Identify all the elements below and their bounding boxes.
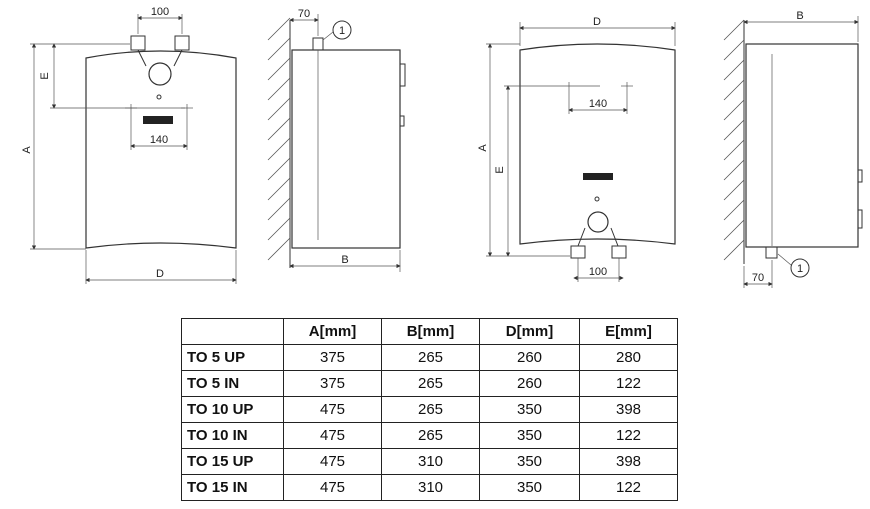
- value-d: 350: [479, 474, 580, 501]
- wall-hatching: [267, 17, 291, 261]
- value-a: 475: [283, 474, 382, 501]
- value-d: 350: [479, 396, 580, 423]
- value-e: 398: [579, 396, 678, 423]
- model-name: TO 10 UP: [181, 396, 284, 423]
- value-d: 350: [479, 422, 580, 449]
- indicator-light: [156, 94, 162, 100]
- model-name: TO 15 IN: [181, 474, 284, 501]
- pipe-side: [765, 246, 778, 259]
- outlet-pipe: [611, 245, 627, 259]
- value-b: 265: [381, 370, 480, 397]
- value-b: 310: [381, 474, 480, 501]
- dim-b-top: B: [796, 10, 803, 22]
- header-e: E[mm]: [579, 318, 678, 345]
- dim-a-left: A: [477, 144, 489, 152]
- value-b: 265: [381, 344, 480, 371]
- value-b: 265: [381, 396, 480, 423]
- header-a: A[mm]: [283, 318, 382, 345]
- value-e: 122: [579, 370, 678, 397]
- brand-label: [583, 173, 613, 180]
- side-view-in: B 70 1: [723, 10, 863, 288]
- value-b: 310: [381, 448, 480, 475]
- table-row: TO 15 UP 475 310 350 398: [181, 448, 678, 475]
- dim-d-bottom: D: [156, 268, 164, 280]
- heater-body-front-up: [85, 50, 237, 249]
- header-d: D[mm]: [479, 318, 580, 345]
- brand-label: [143, 116, 173, 124]
- thermostat-knob: [148, 62, 172, 86]
- value-e: 122: [579, 422, 678, 449]
- table-row: TO 5 IN 375 265 260 122: [181, 370, 678, 397]
- header-model: [181, 318, 284, 345]
- technical-drawing: 100 A E 140 D: [21, 6, 863, 288]
- model-name: TO 5 IN: [181, 370, 284, 397]
- value-a: 475: [283, 396, 382, 423]
- value-a: 475: [283, 422, 382, 449]
- dim-140-inner: 140: [589, 98, 607, 110]
- front-view-up: 100 A E 140 D: [21, 6, 237, 284]
- thermostat-knob: [587, 211, 609, 233]
- callout-number: 1: [339, 25, 345, 37]
- value-d: 350: [479, 448, 580, 475]
- callout-number: 1: [797, 263, 803, 275]
- pipe-side: [312, 37, 324, 51]
- value-d: 260: [479, 344, 580, 371]
- wall-hatching: [723, 19, 745, 261]
- front-view-in: D A E 140 100: [477, 16, 676, 282]
- callout-circle: [332, 20, 352, 40]
- value-d: 260: [479, 370, 580, 397]
- model-name: TO 5 UP: [181, 344, 284, 371]
- table-row: TO 10 IN 475 265 350 122: [181, 422, 678, 449]
- table-row: TO 10 UP 475 265 350 398: [181, 396, 678, 423]
- model-name: TO 10 IN: [181, 422, 284, 449]
- callout-circle: [790, 258, 810, 278]
- value-a: 475: [283, 448, 382, 475]
- dim-d-top: D: [593, 16, 601, 28]
- dim-100-top: 100: [151, 6, 169, 18]
- value-a: 375: [283, 370, 382, 397]
- table-row: TO 15 IN 475 310 350 122: [181, 474, 678, 501]
- value-e: 122: [579, 474, 678, 501]
- side-view-up: 70 1 B: [267, 8, 406, 272]
- inlet-pipe: [570, 245, 586, 259]
- table-row: TO 5 UP 375 265 260 280: [181, 344, 678, 371]
- indicator-light: [594, 196, 600, 202]
- value-e: 280: [579, 344, 678, 371]
- value-a: 375: [283, 344, 382, 371]
- dim-b-bottom: B: [341, 254, 348, 266]
- model-name: TO 15 UP: [181, 448, 284, 475]
- dim-100-bottom: 100: [589, 266, 607, 278]
- value-b: 265: [381, 422, 480, 449]
- dimensions-table: A[mm] B[mm] D[mm] E[mm] TO 5 UP 375 265 …: [181, 318, 678, 501]
- header-b: B[mm]: [381, 318, 480, 345]
- heater-body-side-up: [291, 49, 401, 249]
- dim-a-left: A: [21, 146, 33, 154]
- dim-70-top: 70: [298, 8, 310, 20]
- dim-70-bottom: 70: [752, 272, 764, 284]
- dim-140-inner: 140: [150, 134, 168, 146]
- inlet-pipe: [130, 35, 146, 51]
- heater-body-side-in: [745, 43, 859, 248]
- dim-e-left: E: [39, 72, 51, 79]
- dim-e-left: E: [494, 166, 506, 173]
- table-header-row: A[mm] B[mm] D[mm] E[mm]: [181, 318, 678, 345]
- heater-body-front-in: [519, 43, 676, 245]
- value-e: 398: [579, 448, 678, 475]
- outlet-pipe: [174, 35, 190, 51]
